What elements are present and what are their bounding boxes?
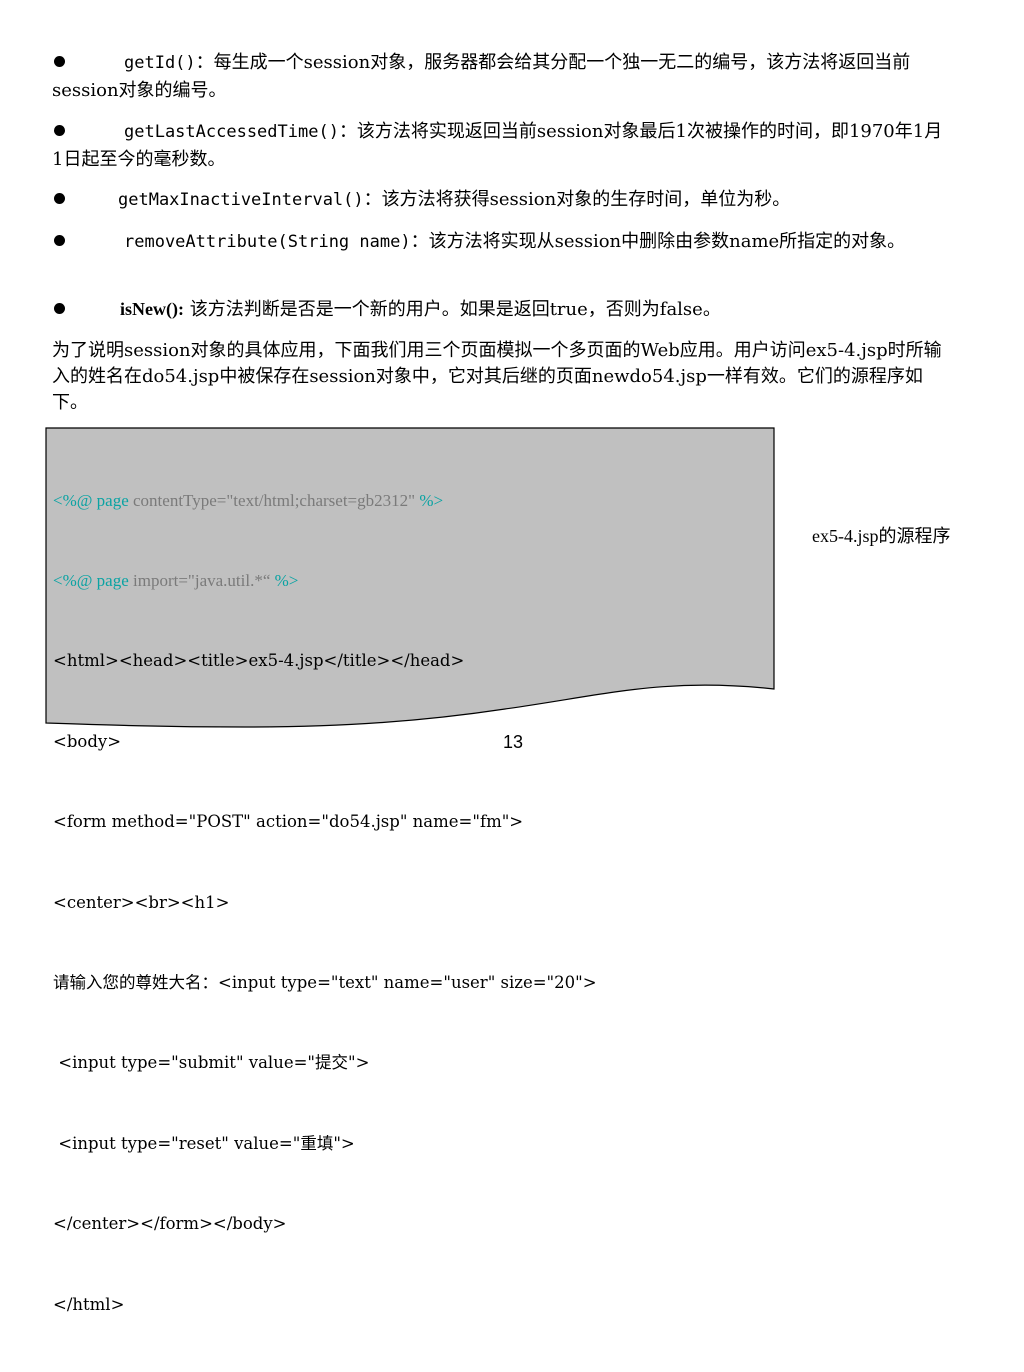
bullet-dot-icon (54, 125, 65, 136)
code-line: <html><head><title>ex5-4.jsp</title></he… (53, 651, 465, 671)
bullet-dot-icon (54, 235, 65, 246)
code-line: </html> (53, 1294, 125, 1314)
bullet-dot-icon (54, 193, 65, 204)
method-description: ：该方法将实现从session中删除由参数name所指定的对象。 (410, 231, 906, 252)
bullet-getid: getId()：每生成一个session对象，服务器都会给其分配一个独一无二的编… (52, 49, 952, 104)
method-name: getMaxInactiveInterval() (118, 190, 364, 210)
bullet-isnew: isNew(): 该方法判断是否是一个新的用户。如果是返回true，否则为fal… (52, 296, 952, 323)
method-description: ：每生成一个session对象，服务器都会给其分配一个独一无二的编号，该方法将返… (52, 52, 911, 101)
bullet-dot-icon (54, 56, 65, 67)
bullet-removeattribute: removeAttribute(String name)：该方法将实现从sess… (52, 228, 952, 256)
method-name: getLastAccessedTime() (124, 122, 339, 142)
code-line: <form method="POST" action="do54.jsp" na… (53, 812, 524, 832)
code-box-shape (45, 427, 775, 728)
code-line-directive: <%@ page import="java.util.*“ %> (53, 570, 299, 590)
bullet-getlastaccessedtime: getLastAccessedTime()：该方法将实现返回当前session对… (52, 118, 952, 173)
method-name: removeAttribute(String name) (124, 232, 411, 252)
bullet-getmaxinactiveinterval: getMaxInactiveInterval()：该方法将获得session对象… (52, 186, 952, 214)
method-description: 该方法判断是否是一个新的用户。如果是返回true，否则为false。 (183, 299, 721, 320)
page-number: 13 (503, 732, 524, 752)
slide: getId()：每生成一个session对象，服务器都会给其分配一个独一无二的编… (45, 49, 952, 1314)
code-text: <%@ page contentType="text/html;charset=… (53, 434, 768, 1372)
method-name: getId() (124, 53, 196, 73)
code-line: <center><br><h1> (53, 892, 230, 912)
code-line: 请输入您的尊姓大名：<input type="text" name="user"… (53, 972, 597, 992)
method-description: ：该方法将实现返回当前session对象最后1次被操作的时间，即1970年1月1… (52, 121, 943, 170)
code-line: <input type="submit" value="提交"> (53, 1053, 370, 1073)
bullet-dot-icon (54, 303, 65, 314)
code-listing: <%@ page contentType="text/html;charset=… (45, 427, 775, 1314)
code-line: <body> (53, 731, 122, 751)
code-line: </center></form></body> (53, 1214, 287, 1234)
code-line-directive: <%@ page contentType="text/html;charset=… (53, 490, 444, 510)
method-description: ：该方法将获得session对象的生存时间，单位为秒。 (363, 189, 791, 210)
code-caption: ex5-4.jsp的源程序 (812, 526, 951, 546)
code-line: <input type="reset" value="重填"> (53, 1133, 355, 1153)
method-name: isNew(): (120, 299, 184, 319)
intro-paragraph: 为了说明session对象的具体应用，下面我们用三个页面模拟一个多页面的Web应… (52, 340, 942, 413)
